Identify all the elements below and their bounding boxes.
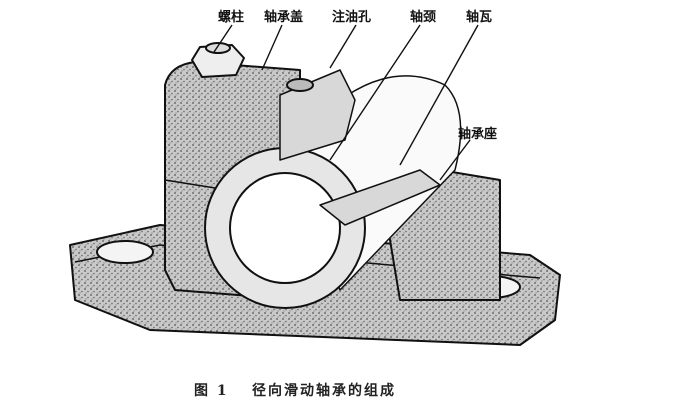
label-bearing-seat: 轴承座 [458,127,498,142]
label-oil-hole: 注油孔 [332,10,372,25]
label-bearing-bush: 轴瓦 [466,10,493,25]
leader-lines [213,24,479,181]
stud-nut [191,44,245,78]
oil-hole [286,78,314,92]
figure-caption: 径向滑动轴承的组成 [252,383,396,399]
label-stud: 螺柱 [218,10,245,25]
bush-section [279,69,356,161]
label-bearing-cap: 轴承盖 [264,10,304,25]
label-journal: 轴颈 [410,10,437,25]
mount-hole-left [96,240,154,264]
figure-number: 图 1 [194,383,229,399]
